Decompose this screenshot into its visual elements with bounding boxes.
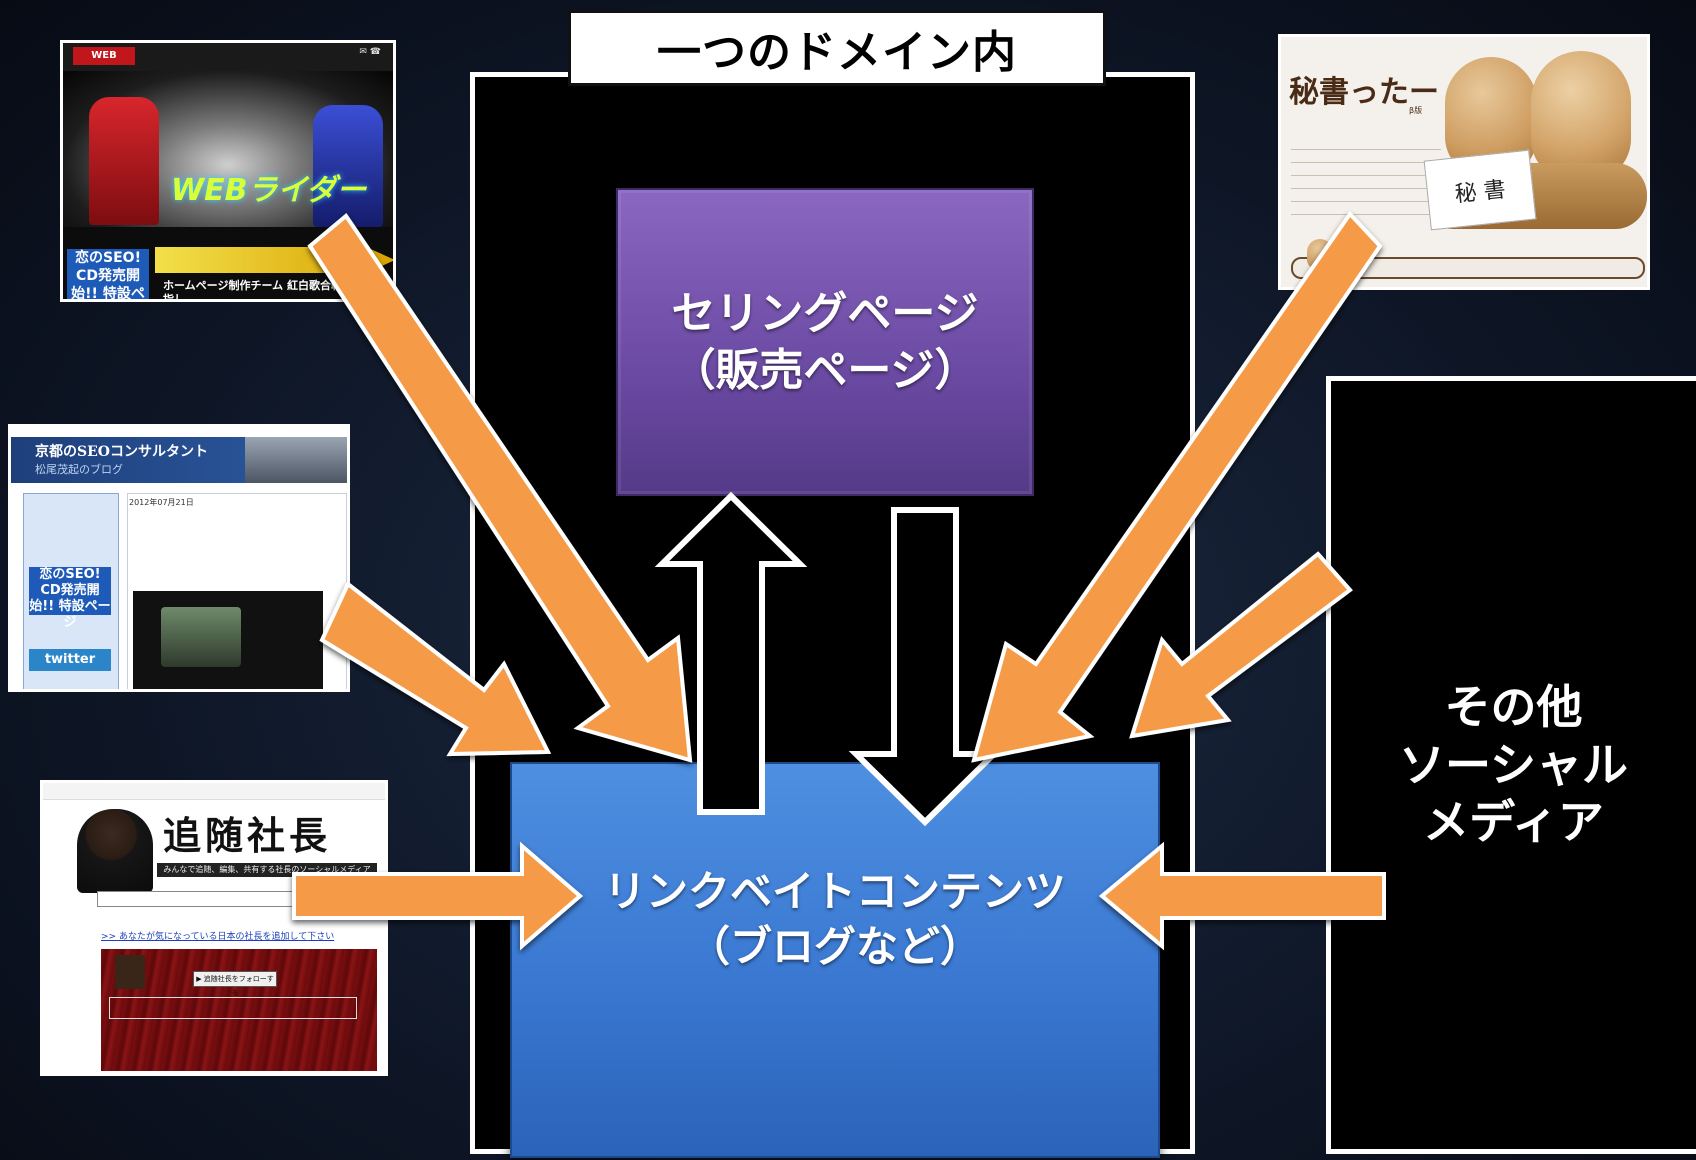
wood-panel	[101, 949, 377, 1071]
linkbait-title: リンクベイトコンテンツ	[603, 867, 1066, 917]
domain-label: 一つのドメイン内	[568, 10, 1106, 86]
selling-page-subtitle: （販売ページ）	[671, 345, 979, 396]
site-topbar	[43, 783, 385, 800]
arrow-from-kyoto-blog	[319, 580, 552, 757]
arrow-from-social-lower	[1098, 841, 1386, 951]
social-media-line-3: メディア	[1423, 795, 1604, 849]
blue-hero-figure	[313, 105, 383, 227]
avatar	[115, 955, 145, 989]
tweet-box	[109, 997, 357, 1019]
thumbnail-kyoto-seo-blog: 京都のSEOコンサルタント 松尾茂起のブログ 恋のSEO! CD発売開始!! 特…	[8, 424, 350, 692]
site-wordmark: WEBライダー	[171, 173, 367, 208]
social-media-box: その他 ソーシャル メディア	[1326, 376, 1696, 1154]
site-title: 追随社長	[163, 813, 332, 858]
selling-page-title: セリングページ	[671, 287, 979, 339]
seo-cd-badge: 恋のSEO! CD発売開始!! 特設ページ	[29, 567, 111, 630]
progress-bar	[1291, 257, 1645, 279]
wooden-bird-right	[1531, 51, 1631, 181]
red-hero-figure	[89, 97, 159, 225]
selling-page-box: セリングページ （販売ページ）	[616, 188, 1034, 496]
arrow-from-shacho	[292, 841, 584, 951]
arrow-from-hisho	[971, 210, 1383, 763]
add-president-link: >> あなたが気になっている日本の社長を追加して下さい	[101, 932, 335, 942]
up-arrow	[654, 491, 808, 815]
blog-subtitle: 松尾茂起のブログ	[35, 463, 123, 476]
down-arrow	[848, 507, 1002, 827]
contact-text: ✉ ☎	[359, 47, 381, 57]
linkbait-content-box: リンクベイトコンテンツ （ブログなど）	[510, 762, 1160, 1158]
site-body-text: ホームページ制作チーム 紅白歌合戦出場を目指し	[163, 279, 386, 302]
arrow-from-social-upper	[1129, 551, 1353, 739]
site-title: 秘書ったー	[1289, 75, 1439, 110]
post-date: 2012年07月21日	[129, 498, 194, 507]
header-photo	[245, 437, 347, 483]
video-thumbnail	[161, 607, 241, 667]
blog-title: 京都のSEOコンサルタント	[35, 444, 208, 460]
beta-label: β版	[1409, 106, 1423, 115]
thumbnail-webrider-site: WEB ✉ ☎ WEBライダー 恋のSEO! CD発売開始!! 特設ページ ホー…	[60, 40, 396, 302]
seo-cd-badge: 恋のSEO! CD発売開始!! 特設ページ	[67, 249, 149, 299]
follow-button: ▶ 追随社長をフォローする	[193, 971, 277, 997]
social-media-line-2: ソーシャル	[1398, 737, 1629, 792]
social-media-line-1: その他	[1444, 680, 1583, 734]
site-logo: WEB	[73, 47, 135, 65]
president-photo	[77, 809, 153, 893]
arrow-from-webrider	[307, 213, 693, 763]
intro-text-lines	[1291, 141, 1441, 221]
twitter-badge: twitter	[29, 649, 111, 671]
linkbait-subtitle: （ブログなど）	[687, 922, 982, 971]
